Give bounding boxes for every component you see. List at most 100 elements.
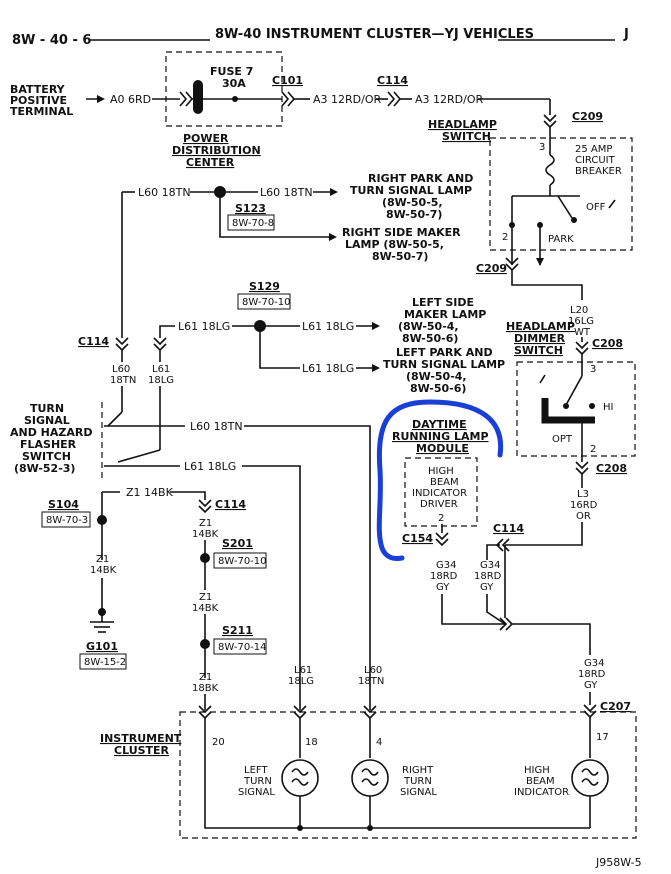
c154-connector-icon [435,532,449,547]
svg-text:18LG: 18LG [148,375,174,386]
svg-text:2: 2 [502,232,508,243]
svg-text:18RD: 18RD [430,571,458,582]
svg-text:8W-70-3: 8W-70-3 [46,515,88,526]
svg-text:(8W-52-3): (8W-52-3) [14,462,75,475]
svg-text:HIGH: HIGH [524,765,550,776]
svg-text:L61 18LG: L61 18LG [178,320,230,333]
cluster-label-1: INSTRUMENT [100,732,182,745]
svg-text:L61 18LG: L61 18LG [302,320,354,333]
svg-text:8W-70-8: 8W-70-8 [232,218,274,229]
svg-text:3: 3 [539,142,545,153]
svg-text:18BK: 18BK [192,683,219,694]
svg-text:TURN SIGNAL LAMP: TURN SIGNAL LAMP [383,358,505,371]
svg-text:HIGH: HIGH [428,466,454,477]
svg-text:INDICATOR: INDICATOR [412,488,467,499]
drl-label-2: RUNNING LAMP [392,430,489,443]
svg-text:G34: G34 [584,658,604,669]
svg-text:TURN: TURN [243,776,272,787]
right-turn-lamp-icon [351,759,389,797]
pdc-label-3: CENTER [186,156,235,169]
svg-text:18TN: 18TN [110,375,136,386]
svg-text:18: 18 [305,737,318,748]
g101-label: G101 [86,640,118,653]
svg-text:14BK: 14BK [192,529,219,540]
c208-bottom-label: C208 [596,462,627,475]
svg-text:(8W-50-4,: (8W-50-4, [406,370,467,383]
svg-text:BEAM: BEAM [526,776,555,787]
svg-text:17: 17 [596,732,609,743]
battery-label-3: TERMINAL [10,105,73,118]
c208-top-connector-icon [575,341,589,356]
svg-text:16RD: 16RD [570,500,598,511]
svg-text:2: 2 [590,444,596,455]
wire-a3-2: A3 12RD/OR [415,93,483,106]
fuse-icon [193,80,203,114]
c114-z1-connector-icon [198,499,212,514]
svg-text:L60: L60 [364,665,382,676]
s104-label: S104 [48,498,79,511]
svg-text:L61: L61 [294,665,312,676]
svg-text:18RD: 18RD [474,571,502,582]
svg-text:25 AMP: 25 AMP [575,144,612,155]
svg-text:Z1: Z1 [199,518,212,529]
svg-text:18LG: 18LG [288,676,314,687]
page-title: 8W-40 INSTRUMENT CLUSTER—YJ VEHICLES [215,27,534,42]
c114-z1-label: C114 [215,498,246,511]
svg-text:L60: L60 [112,364,130,375]
svg-text:RIGHT PARK AND: RIGHT PARK AND [368,172,473,185]
battery-arrow [97,95,105,103]
svg-text:TURN SIGNAL LAMP: TURN SIGNAL LAMP [350,184,472,197]
figure-code: J958W-5 [595,856,642,869]
svg-text:DRIVER: DRIVER [420,499,458,510]
svg-text:8W-70-14: 8W-70-14 [218,642,267,653]
svg-text:WT: WT [574,327,591,338]
c114-left-label: C114 [78,335,109,348]
drl-label-3: MODULE [416,442,469,455]
svg-text:8W-70-10: 8W-70-10 [218,556,267,567]
battery-label-1: BATTERY [10,83,66,96]
svg-text:BEAM: BEAM [430,477,459,488]
c114-right-connector-icon [495,538,510,552]
instrument-cluster-box [179,711,637,839]
svg-text:PARK: PARK [548,234,574,245]
power-distribution-center-box [165,51,283,127]
dimmer-switch-label-2: DIMMER [514,332,566,345]
battery-label-2: POSITIVE [10,94,67,107]
svg-text:Z1: Z1 [199,672,212,683]
svg-text:LEFT SIDE: LEFT SIDE [412,296,474,309]
c114-right-label: C114 [493,522,524,535]
svg-text:L61: L61 [152,364,170,375]
svg-text:AND HAZARD: AND HAZARD [10,426,93,439]
splice-s211-dot [200,639,210,649]
headlamp-switch-label-1: HEADLAMP [428,118,497,131]
svg-text:RIGHT: RIGHT [402,765,434,776]
svg-text:LEFT: LEFT [244,765,268,776]
headlamp-switch-blade [557,195,573,219]
pdc-label-1: POWER [183,132,229,145]
dimmer-switch-label-1: HEADLAMP [506,320,575,333]
svg-text:OFF: OFF [586,202,606,213]
svg-text:L20: L20 [570,305,588,316]
page-letter: J [623,27,629,42]
s123-label: S123 [235,202,266,215]
c209-bottom-label: C209 [476,262,507,275]
svg-text:L60 18TN: L60 18TN [190,420,243,433]
svg-text:4: 4 [376,737,382,748]
svg-text:SIGNAL: SIGNAL [24,414,70,427]
svg-text:GY: GY [436,582,450,593]
headlamp-switch-box [489,137,633,251]
circuit-breaker-icon [545,154,555,186]
svg-text:G34: G34 [436,560,456,571]
c207-label: C207 [600,700,631,713]
svg-text:FLASHER: FLASHER [20,438,77,451]
svg-text:8W-50-7): 8W-50-7) [386,208,442,221]
svg-text:GY: GY [584,680,598,691]
left-turn-lamp-icon [281,759,319,797]
svg-text:MAKER LAMP: MAKER LAMP [404,308,486,321]
svg-text:RIGHT SIDE MAKER: RIGHT SIDE MAKER [342,226,461,239]
svg-text:8W-50-6): 8W-50-6) [410,382,466,395]
svg-text:SIGNAL: SIGNAL [238,787,275,798]
svg-text:TURN: TURN [403,776,432,787]
svg-text:20: 20 [212,737,225,748]
